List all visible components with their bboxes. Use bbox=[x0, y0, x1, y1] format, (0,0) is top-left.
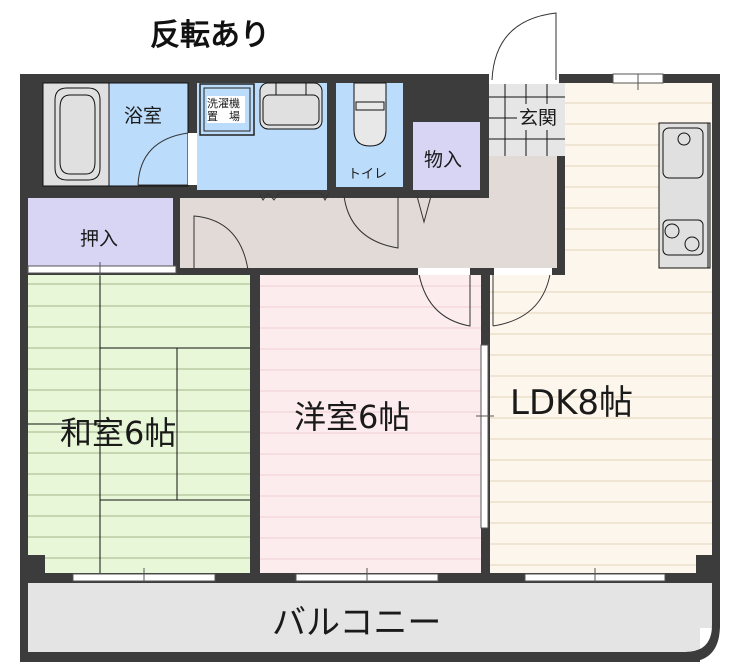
ldk-label: LDK8帖 bbox=[510, 383, 633, 423]
washitsu-label: 和室6帖 bbox=[60, 414, 176, 452]
washitsu-door[interactable] bbox=[193, 215, 249, 271]
yoshitsu-label: 洋室6帖 bbox=[294, 398, 410, 436]
washer-label-1: 洗濯機 bbox=[207, 96, 240, 110]
washitsu-lines bbox=[28, 283, 250, 559]
sink-icon bbox=[259, 82, 323, 130]
washroom-folding-door[interactable] bbox=[258, 192, 330, 202]
oshiire-sliding-door[interactable] bbox=[27, 265, 177, 274]
balcony bbox=[28, 583, 712, 652]
bathroom-label: 浴室 bbox=[124, 105, 162, 127]
room-yoshitsu bbox=[260, 275, 481, 573]
yoshitsu-lines bbox=[260, 285, 481, 560]
storage-label: 物入 bbox=[424, 149, 462, 171]
storage-folding-door[interactable] bbox=[416, 195, 480, 224]
washer-label-2: 置 場 bbox=[207, 110, 240, 123]
toilet-label: トイレ bbox=[348, 167, 387, 182]
toilet-icon bbox=[353, 82, 387, 147]
oshiire-label: 押入 bbox=[80, 228, 118, 250]
entrance-door[interactable] bbox=[491, 12, 557, 81]
plan-title: 反転あり bbox=[150, 18, 270, 53]
room-oshiire bbox=[28, 198, 173, 266]
room-ldk bbox=[490, 275, 712, 573]
genkan-label: 玄関 bbox=[519, 107, 557, 129]
kitchen-sink-icon bbox=[662, 127, 704, 179]
ldk-door[interactable] bbox=[492, 267, 552, 327]
tatami-grid bbox=[28, 268, 250, 573]
washer-space-icon bbox=[199, 83, 255, 136]
sliding-partition[interactable] bbox=[480, 344, 489, 529]
bathtub-icon bbox=[42, 82, 110, 187]
kitchen-counter bbox=[658, 122, 711, 269]
toilet-door[interactable] bbox=[343, 195, 399, 249]
yoshitsu-door[interactable] bbox=[417, 267, 471, 327]
balcony-label: バルコニー bbox=[272, 603, 441, 643]
room-storage bbox=[413, 122, 480, 190]
bathroom-door bbox=[137, 132, 189, 186]
stove-icon bbox=[662, 219, 704, 256]
hallway bbox=[180, 198, 557, 268]
balcony-windows bbox=[72, 568, 666, 582]
